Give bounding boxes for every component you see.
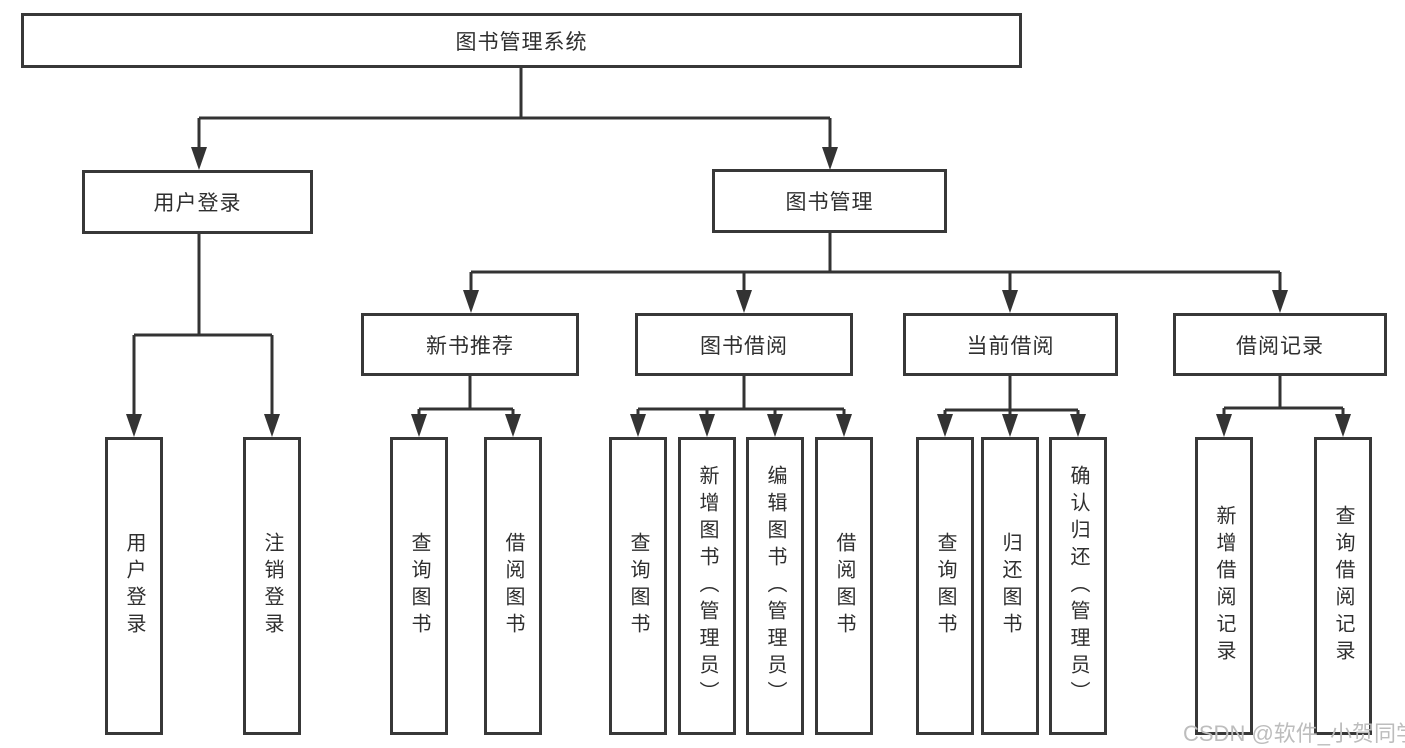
- node-label: 归还图书: [999, 532, 1021, 640]
- node-label: 查询图书: [934, 532, 956, 640]
- connector-userlogin-to-leaves: [132, 234, 274, 419]
- node-label: 用户登录: [123, 532, 145, 640]
- node-add-book-admin: 新增图书（管理员）: [678, 437, 736, 735]
- node-query-borrow-record: 查询借阅记录: [1314, 437, 1372, 735]
- node-label: 查询借阅记录: [1332, 505, 1354, 667]
- node-label: 借阅图书: [502, 532, 524, 640]
- node-label: 注销登录: [261, 532, 283, 640]
- node-label: 新书推荐: [426, 334, 514, 358]
- node-borrow-books-recommend: 借阅图书: [484, 437, 542, 735]
- node-label: 借阅图书: [833, 532, 855, 640]
- connector-borrowrecord-to-leaves: [1222, 376, 1345, 421]
- node-add-borrow-record: 新增借阅记录: [1195, 437, 1253, 735]
- node-label: 新增借阅记录: [1213, 505, 1235, 667]
- node-user-login-group: 用户登录: [82, 170, 313, 234]
- node-query-books-borrow: 查询图书: [609, 437, 667, 735]
- node-label: 图书借阅: [700, 334, 788, 358]
- node-label: 当前借阅: [966, 334, 1055, 358]
- node-label: 借阅记录: [1236, 334, 1324, 358]
- node-label: 图书管理: [785, 191, 874, 214]
- node-book-management: 图书管理: [712, 169, 947, 233]
- node-label: 图书管理系统: [455, 30, 588, 54]
- node-label: 查询图书: [627, 532, 649, 640]
- node-library-management-system: 图书管理系统: [21, 13, 1022, 68]
- node-edit-book-admin: 编辑图书（管理员）: [746, 437, 804, 735]
- node-book-borrowing: 图书借阅: [635, 313, 853, 376]
- node-query-books-current: 查询图书: [916, 437, 974, 735]
- connector-bookmgmt-to-level3: [469, 233, 1282, 295]
- node-borrow-book-action: 借阅图书: [815, 437, 873, 735]
- node-new-book-recommend: 新书推荐: [361, 313, 579, 376]
- node-borrow-records: 借阅记录: [1173, 313, 1387, 376]
- node-label: 查询图书: [408, 532, 430, 640]
- node-logout-action: 注销登录: [243, 437, 301, 735]
- node-label: 新增图书（管理员）: [696, 464, 718, 708]
- connector-newbooks-to-leaves: [417, 376, 515, 421]
- connector-root-to-level2: [197, 68, 832, 152]
- csdn-watermark: CSDN @软件_小贺同学: [1183, 721, 1405, 746]
- node-current-borrowing: 当前借阅: [903, 313, 1118, 376]
- node-label: 用户登录: [153, 192, 242, 215]
- connector-currentborrow-to-leaves: [943, 376, 1080, 421]
- node-return-book: 归还图书: [981, 437, 1039, 735]
- connector-bookborrow-to-leaves: [636, 376, 846, 421]
- node-label: 确认归还（管理员）: [1067, 464, 1089, 708]
- node-confirm-return-admin: 确认归还（管理员）: [1049, 437, 1107, 735]
- node-user-login-action: 用户登录: [105, 437, 163, 735]
- node-label: 编辑图书（管理员）: [764, 464, 786, 708]
- node-query-books-recommend: 查询图书: [390, 437, 448, 735]
